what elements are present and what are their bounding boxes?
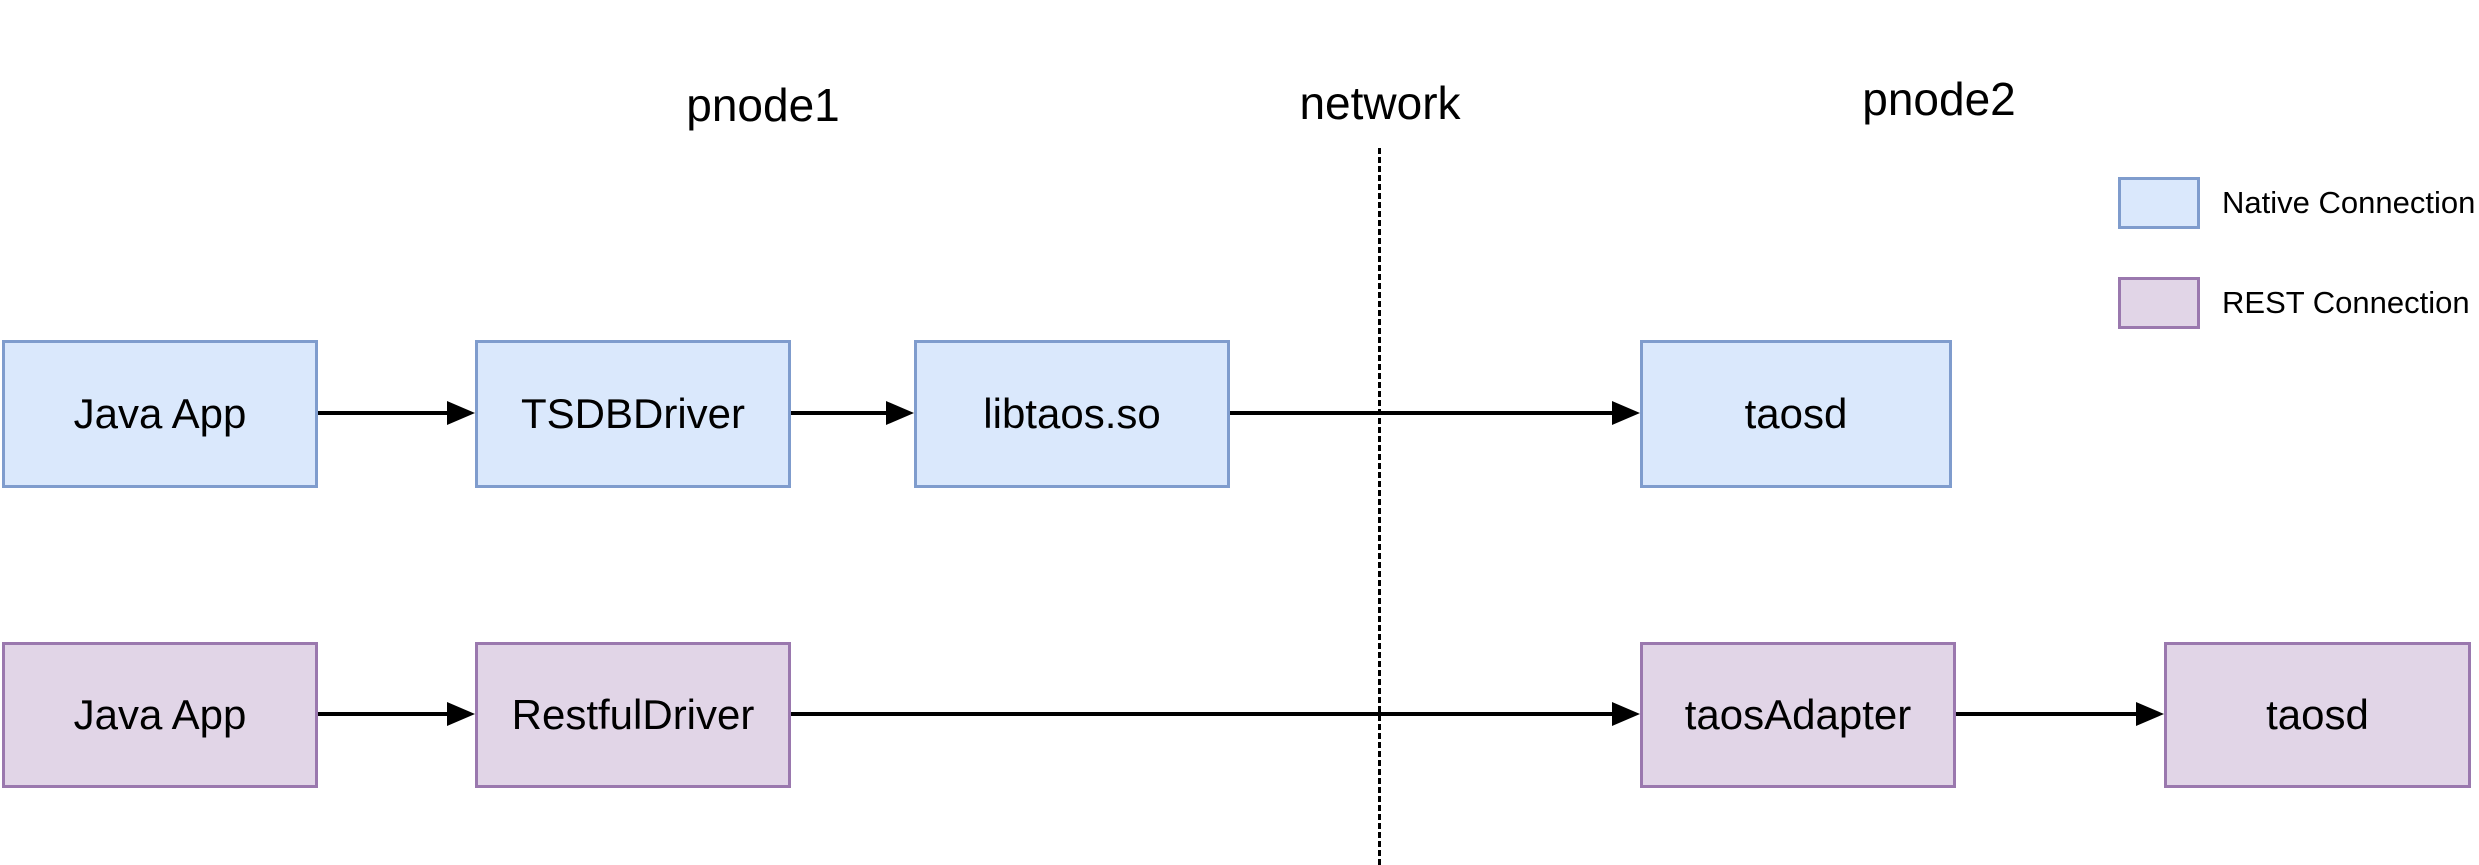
- arrowhead-icon: [886, 401, 914, 425]
- arrowhead-icon: [1612, 702, 1640, 726]
- node-taosd-native: taosd: [1640, 340, 1952, 488]
- node-label: taosd: [1744, 390, 1848, 437]
- arrow-libtaos-to-taosd: [1230, 401, 1640, 425]
- arrow-shaft: [791, 712, 1616, 716]
- legend-label-rest: REST Connection: [2222, 285, 2470, 320]
- legend-label-native: Native Connection: [2222, 185, 2476, 220]
- arrow-javaapp-to-restfuldriver: [318, 702, 475, 726]
- native-connection-swatch-icon: [2118, 177, 2200, 229]
- arrow-shaft: [1956, 712, 2140, 716]
- arrow-shaft: [791, 411, 890, 415]
- node-libtaos-so: libtaos.so: [914, 340, 1230, 488]
- arrow-shaft: [318, 712, 451, 716]
- node-taosd-rest: taosd: [2164, 642, 2471, 788]
- arrow-shaft: [1230, 411, 1616, 415]
- node-label: RestfulDriver: [511, 691, 755, 738]
- node-tsdbdriver: TSDBDriver: [475, 340, 791, 488]
- node-label: TSDBDriver: [520, 390, 745, 437]
- arrow-taosadapter-to-taosd: [1956, 702, 2164, 726]
- node-label: taosAdapter: [1684, 691, 1912, 738]
- node-label: Java App: [73, 691, 247, 738]
- arrow-javaapp-to-tsdbdriver: [318, 401, 475, 425]
- arrowhead-icon: [2136, 702, 2164, 726]
- rest-connection-swatch-icon: [2118, 277, 2200, 329]
- arrowhead-icon: [1612, 401, 1640, 425]
- node-label: taosd: [2266, 691, 2369, 738]
- node-java-app-native: Java App: [2, 340, 318, 488]
- node-label: Java App: [73, 390, 247, 437]
- network-boundary-dashed-line: [1378, 148, 1381, 865]
- arrow-shaft: [318, 411, 451, 415]
- legend-item-native-connection: Native Connection: [2118, 177, 2475, 229]
- node-label: libtaos.so: [983, 390, 1161, 437]
- legend-item-rest-connection: REST Connection: [2118, 277, 2470, 329]
- node-restfuldriver: RestfulDriver: [475, 642, 791, 788]
- region-title-pnode2: pnode2: [1862, 73, 2016, 125]
- node-taosadapter: taosAdapter: [1640, 642, 1956, 788]
- region-title-network: network: [1299, 77, 1461, 129]
- arrowhead-icon: [447, 401, 475, 425]
- arrow-restfuldriver-to-taosadapter: [791, 702, 1640, 726]
- arrowhead-icon: [447, 702, 475, 726]
- arrow-tsdbdriver-to-libtaos: [791, 401, 914, 425]
- region-title-pnode1: pnode1: [686, 79, 840, 131]
- node-java-app-rest: Java App: [2, 642, 318, 788]
